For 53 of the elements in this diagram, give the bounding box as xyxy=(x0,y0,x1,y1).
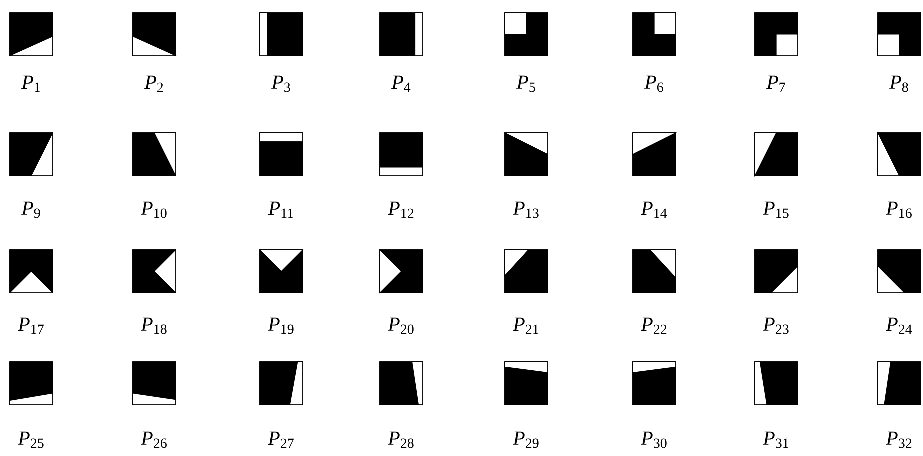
pattern-label: P$_{14}$ xyxy=(641,202,668,218)
pattern-square xyxy=(504,12,548,56)
pattern-square xyxy=(754,250,798,294)
pattern-label: P$_{9}$ xyxy=(22,202,40,218)
pattern-square xyxy=(132,362,176,406)
pattern-label: P$_{6}$ xyxy=(644,76,664,92)
pattern-label: P$_{16}$ xyxy=(886,202,912,218)
pattern-label: P$_{22}$ xyxy=(641,318,667,334)
pattern-label: P$_{5}$ xyxy=(516,76,536,92)
pattern-label: P$_{32}$ xyxy=(886,432,912,448)
pattern-square xyxy=(632,362,676,406)
pattern-label: P$_{12}$ xyxy=(388,202,414,218)
pattern-label: P$_{25}$ xyxy=(18,432,44,448)
pattern-square xyxy=(878,12,922,56)
pattern-square xyxy=(260,12,304,56)
pattern-label: P$_{29}$ xyxy=(513,432,539,448)
pattern-square xyxy=(632,132,678,176)
pattern-label: P$_{24}$ xyxy=(886,318,912,334)
pattern-label: P$_{7}$ xyxy=(766,76,786,92)
pattern-label: P$_{18}$ xyxy=(141,318,167,334)
pattern-square xyxy=(504,250,548,294)
pattern-square xyxy=(380,132,424,176)
pattern-square xyxy=(754,12,798,56)
pattern-square xyxy=(878,250,922,294)
pattern-label: P$_{4}$ xyxy=(392,76,411,92)
pattern-label: P$_{10}$ xyxy=(141,202,167,218)
pattern-square xyxy=(10,362,54,406)
pattern-label: P$_{11}$ xyxy=(268,202,294,218)
pattern-label: P$_{23}$ xyxy=(763,318,789,334)
pattern-square xyxy=(260,362,304,406)
pattern-label: P$_{2}$ xyxy=(144,76,164,92)
pattern-label: P$_{15}$ xyxy=(763,202,789,218)
pattern-label: P$_{28}$ xyxy=(388,432,414,448)
pattern-label: P$_{8}$ xyxy=(890,76,908,92)
pattern-square xyxy=(260,132,304,176)
pattern-label: P$_{19}$ xyxy=(268,318,294,334)
pattern-square xyxy=(380,362,424,406)
pattern-square xyxy=(504,362,548,406)
pattern-label: P$_{26}$ xyxy=(141,432,167,448)
pattern-label: P$_{30}$ xyxy=(641,432,667,448)
pattern-label: P$_{3}$ xyxy=(272,76,290,92)
pattern-label: P$_{31}$ xyxy=(763,432,789,448)
pattern-label: P$_{27}$ xyxy=(268,432,294,448)
pattern-square xyxy=(632,250,676,294)
pattern-label: P$_{21}$ xyxy=(513,318,539,334)
pattern-label: P$_{20}$ xyxy=(388,318,414,334)
pattern-square xyxy=(878,362,922,406)
pattern-square xyxy=(380,12,424,56)
pattern-label: P$_{17}$ xyxy=(18,318,44,334)
pattern-label: P$_{1}$ xyxy=(22,76,40,92)
pattern-square xyxy=(632,12,676,56)
pattern-label: P$_{13}$ xyxy=(513,202,539,218)
pattern-square xyxy=(754,362,798,406)
